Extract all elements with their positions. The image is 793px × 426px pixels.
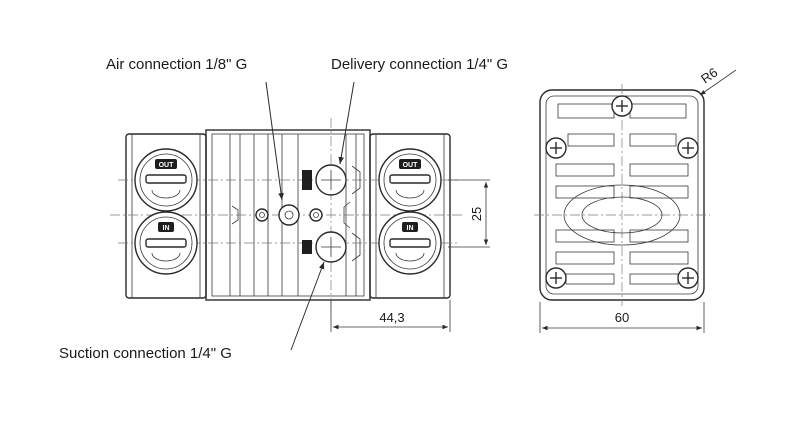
in-tag: IN — [407, 225, 414, 232]
dimension-length: 44,3 — [330, 300, 451, 332]
air-connection-port — [255, 204, 323, 226]
dimension-port-spacing: 25 — [448, 179, 490, 248]
air-connection-label: Air connection 1/8" G — [106, 56, 247, 73]
screw-top — [611, 95, 633, 117]
front-view: OUT IN OUT IN — [110, 118, 465, 312]
screw-lower-left — [545, 267, 567, 289]
out-tag: OUT — [403, 162, 419, 169]
screw-upper-right — [677, 137, 699, 159]
in-tag: IN — [163, 225, 170, 232]
screw-upper-left — [545, 137, 567, 159]
valve-knob-bottom-right: IN — [378, 211, 442, 275]
dimension-radius: R6 — [698, 65, 737, 96]
valve-knob-top-right: OUT — [378, 148, 442, 212]
suction-connection-label: Suction connection 1/4" G — [59, 345, 232, 362]
dimension-44-3-label: 44,3 — [379, 310, 404, 325]
callout-leaders — [265, 81, 355, 351]
right-end-cap — [369, 133, 451, 299]
dimension-width: 60 — [539, 302, 705, 333]
suction-port — [302, 231, 361, 263]
side-slots — [555, 103, 689, 285]
delivery-port — [302, 164, 361, 196]
delivery-connection-label: Delivery connection 1/4" G — [331, 56, 508, 73]
valve-knob-bottom-left: IN — [134, 211, 198, 275]
screw-lower-right — [677, 267, 699, 289]
dimension-60-label: 60 — [615, 310, 629, 325]
out-tag: OUT — [159, 162, 175, 169]
valve-knob-top-left: OUT — [134, 148, 198, 212]
dimension-25-label: 25 — [469, 207, 484, 221]
side-view — [534, 84, 710, 306]
